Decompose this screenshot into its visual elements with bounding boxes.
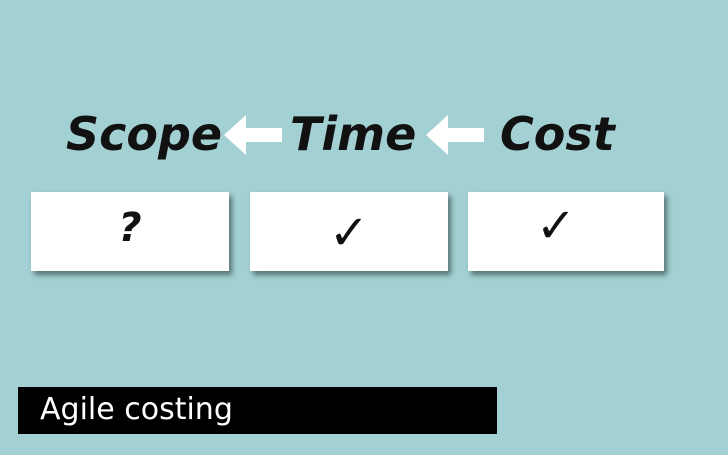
scope-label: Scope [66, 107, 223, 161]
cost-label: Cost [500, 107, 615, 161]
left-arrow-icon [224, 115, 282, 155]
time-card: ✓ [250, 192, 448, 271]
caption-text: Agile costing [40, 392, 233, 427]
checkmark-icon: ✓ [535, 197, 577, 254]
checkmark-icon: ✓ [328, 204, 370, 261]
left-arrow-icon [426, 115, 484, 155]
scope-card: ? [31, 192, 229, 271]
caption-bar: Agile costing [18, 387, 497, 434]
cost-card: ✓ [468, 192, 664, 271]
question-mark: ? [118, 204, 142, 251]
time-label: Time [290, 107, 417, 161]
